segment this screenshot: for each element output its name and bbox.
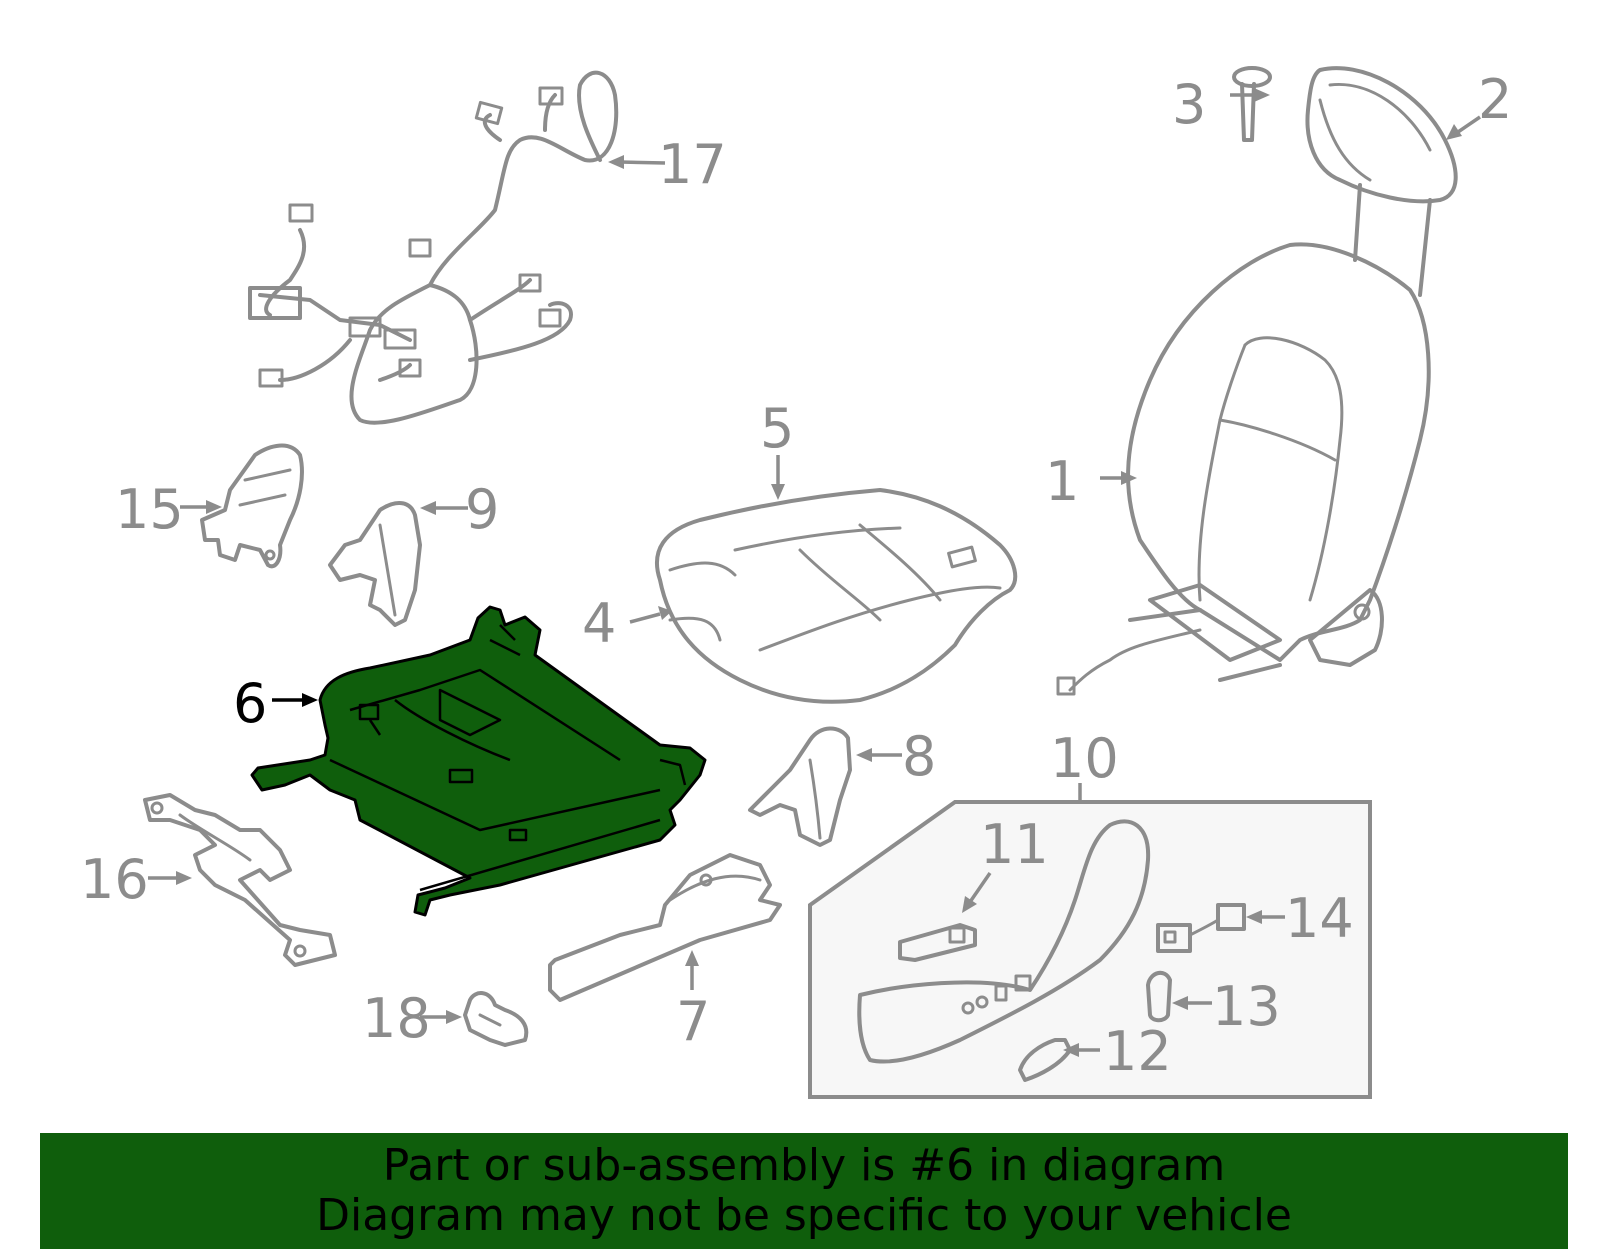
banner-line-2: Diagram may not be specific to your vehi… — [316, 1190, 1292, 1241]
part-7-side-shield[interactable] — [548, 853, 782, 1002]
part-18-clip[interactable] — [463, 991, 529, 1047]
info-banner: Part or sub-assembly is #6 in diagram Di… — [40, 1133, 1568, 1249]
part-15-bracket[interactable] — [200, 443, 304, 569]
callout-3: 3 — [1172, 73, 1206, 136]
part-8-bracket[interactable] — [748, 726, 852, 847]
callout-2: 2 — [1478, 68, 1512, 131]
callout-8: 8 — [902, 725, 936, 788]
callout-1: 1 — [1045, 450, 1079, 513]
part-3-guide[interactable] — [1232, 66, 1272, 142]
callout-7: 7 — [676, 990, 710, 1053]
callout-4: 4 — [582, 592, 616, 655]
part-13-knob[interactable] — [1146, 970, 1172, 1023]
callout-14: 14 — [1285, 887, 1354, 950]
callout-16: 16 — [80, 848, 149, 911]
part-17-wiring-harness[interactable] — [248, 70, 619, 425]
part-5-cushion-pad[interactable] — [654, 488, 1018, 704]
callout-18: 18 — [362, 987, 431, 1050]
callout-6: 6 — [233, 672, 267, 735]
part-10-switch-assembly-box[interactable] — [808, 800, 1372, 1099]
callout-labels: 17 3 2 1 5 4 15 9 6 8 10 11 14 13 12 16 … — [80, 68, 1512, 1083]
part-1-seat-back[interactable] — [1056, 242, 1431, 696]
banner-line-1: Part or sub-assembly is #6 in diagram — [382, 1140, 1226, 1191]
part-10-side-cover[interactable] — [857, 819, 1151, 1064]
callout-11: 11 — [980, 813, 1049, 876]
part-14-harness[interactable] — [1156, 903, 1246, 953]
callout-13: 13 — [1212, 975, 1281, 1038]
part-11-switch[interactable] — [898, 923, 977, 962]
callout-17: 17 — [658, 133, 727, 196]
callout-10: 10 — [1050, 727, 1119, 790]
part-9-bracket[interactable] — [328, 501, 422, 627]
part-4-cushion — [668, 616, 722, 642]
callout-9: 9 — [465, 478, 499, 541]
callout-5: 5 — [760, 397, 794, 460]
callout-arrows — [148, 88, 1481, 1057]
callout-12: 12 — [1103, 1020, 1172, 1083]
part-16-bracket[interactable] — [143, 793, 337, 967]
part-6-seat-frame-highlighted[interactable] — [250, 605, 707, 917]
part-2-headrest[interactable] — [1305, 66, 1458, 297]
part-12-knob[interactable] — [1018, 1038, 1072, 1082]
callout-15: 15 — [115, 478, 184, 541]
